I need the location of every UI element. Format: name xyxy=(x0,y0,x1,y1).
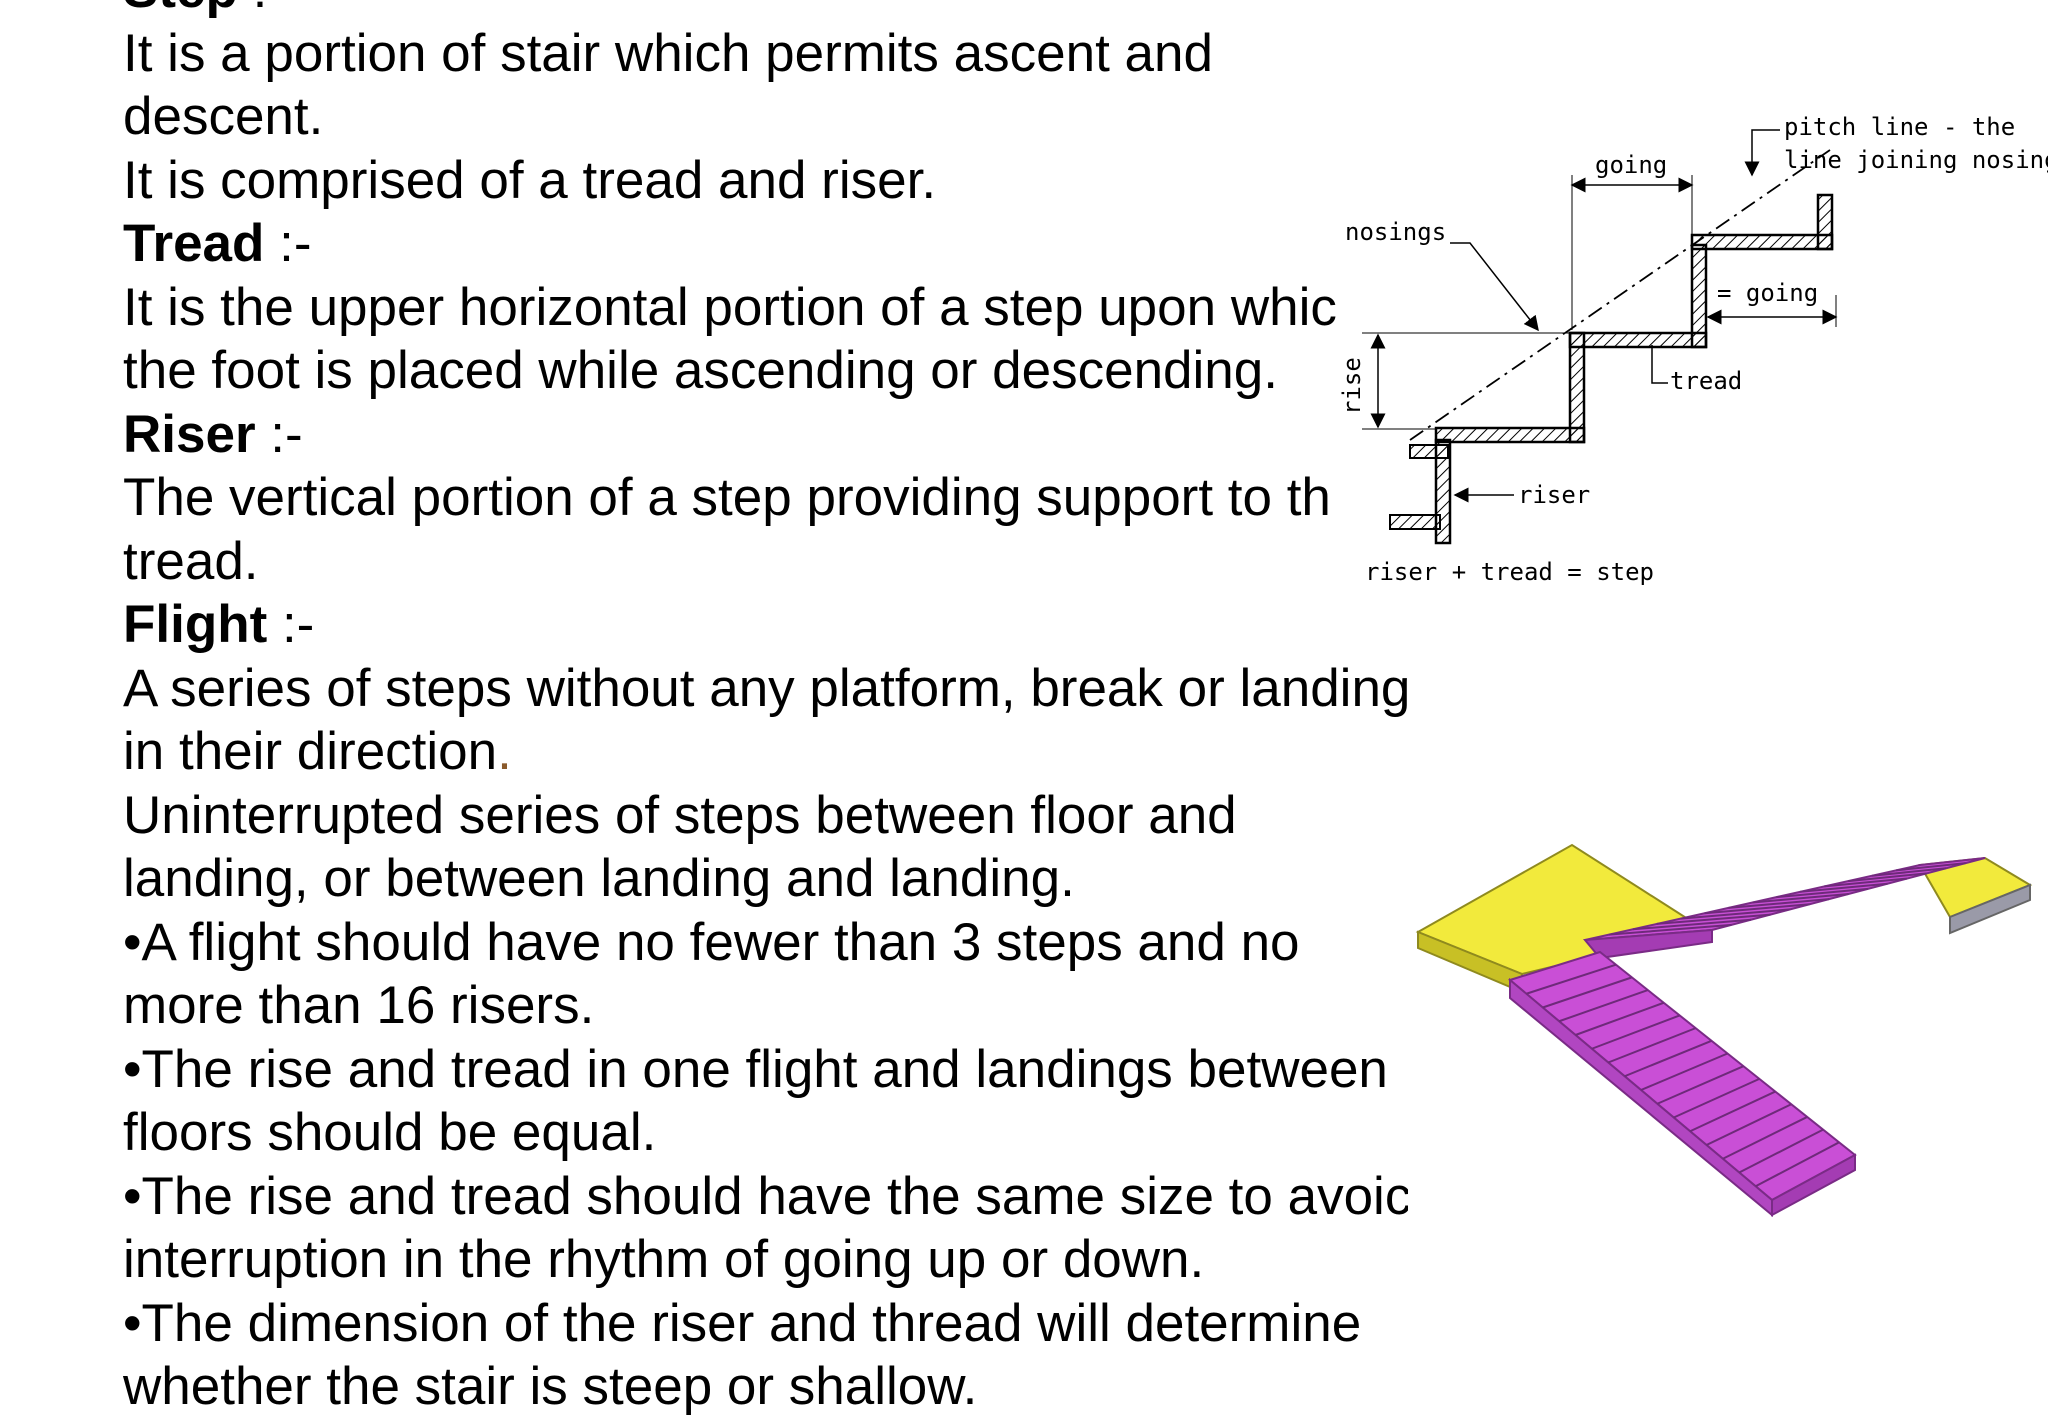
lower-flight xyxy=(1507,950,1857,1218)
step-edge xyxy=(1575,1001,1665,1036)
label-pitch-line: line joining nosings xyxy=(1784,146,2048,174)
label-going: going xyxy=(1595,151,1667,179)
step-edge xyxy=(1755,1141,1840,1188)
step-edge xyxy=(1895,862,1966,872)
text-line: more than 16 risers. xyxy=(123,976,595,1035)
step-edge xyxy=(1738,1128,1824,1174)
text-line: It is a portion of stair which permits a… xyxy=(123,23,1213,83)
text-line: floors should be equal. xyxy=(123,1103,657,1162)
label-rise: rise xyxy=(1338,357,1366,415)
text-line: It is comprised of a tread and riser. xyxy=(123,150,937,210)
heading-step: Step :- xyxy=(123,0,1408,22)
step-edge xyxy=(1624,1039,1712,1078)
text-line: in their direction. xyxy=(123,722,512,781)
text-line: the foot is placed while ascending or de… xyxy=(123,341,1278,400)
bullet-line: •The dimension of the riser and thread w… xyxy=(123,1293,1362,1353)
step-edge xyxy=(1680,908,1791,920)
label-tread: tread xyxy=(1670,367,1742,395)
step-edge xyxy=(1706,1103,1792,1146)
text-line: tread. xyxy=(123,531,259,591)
bullet-line: •The rise and tread in one flight and la… xyxy=(123,1039,1388,1099)
tread-leader xyxy=(1651,345,1668,384)
heading-flight: Flight :- xyxy=(123,595,315,654)
step-edge xyxy=(1607,1027,1696,1064)
step-edge xyxy=(1848,872,1927,883)
bullet-line: •The rise and tread should have the same… xyxy=(123,1166,1408,1226)
text-line: A series of steps without any platform, … xyxy=(123,658,1408,718)
step-edge xyxy=(1776,887,1869,899)
step-edge xyxy=(1800,882,1888,893)
label-riser: riser xyxy=(1518,481,1590,509)
step-edge xyxy=(1673,1077,1760,1119)
text-line: It is the upper horizontal portion of a … xyxy=(123,277,1337,337)
nosings-leader xyxy=(1450,242,1539,332)
step-edge xyxy=(1728,898,1830,909)
step-edge xyxy=(1752,893,1849,904)
step-edge xyxy=(1542,976,1633,1009)
isometric-stair-illustration xyxy=(1415,843,2033,1218)
heading-riser: Riser :- xyxy=(123,404,303,464)
step-edge xyxy=(1591,1014,1681,1050)
heading-tread: Tread :- xyxy=(123,214,312,273)
text-line: interruption in the rhythm of going up o… xyxy=(123,1230,1205,1289)
text-line: The vertical portion of a step providing… xyxy=(123,468,1331,527)
stair-section-diagram: going pitch line - the line joining nosi… xyxy=(1338,113,2048,586)
label-nosings: nosings xyxy=(1345,218,1446,246)
step-edge xyxy=(1656,1065,1744,1105)
bullet-line: •A flight should have no fewer than 3 st… xyxy=(123,912,1300,972)
step-edge xyxy=(1632,918,1752,931)
step-edge xyxy=(1689,1090,1776,1133)
step-edge xyxy=(1722,1116,1808,1160)
step-edge xyxy=(1872,867,1947,877)
step-edge xyxy=(1704,903,1810,915)
pitch-line xyxy=(1409,149,1831,441)
step-edge xyxy=(1526,963,1617,995)
step-edge xyxy=(1558,989,1649,1023)
step-edge xyxy=(1640,1052,1728,1091)
step-edge xyxy=(1656,913,1771,925)
text-column: Step :- It is a portion of stair which p… xyxy=(123,0,1408,1418)
step-edges xyxy=(1526,862,1966,1188)
step-edge xyxy=(1824,877,1908,888)
label-formula: riser + tread = step xyxy=(1365,558,1654,586)
stair-profile xyxy=(1389,193,1834,545)
text-line: Uninterrupted series of steps between fl… xyxy=(123,785,1237,845)
label-going-eq: = going xyxy=(1717,279,1818,307)
pitch-leader xyxy=(1744,129,1780,177)
text-line: descent. xyxy=(123,87,324,146)
text-line: whether the stair is steep or shallow. xyxy=(123,1357,978,1416)
label-pitch-line: pitch line - the xyxy=(1784,113,2015,141)
step-edge xyxy=(1608,923,1732,936)
text-line: landing, or between landing and landing. xyxy=(123,849,1075,908)
